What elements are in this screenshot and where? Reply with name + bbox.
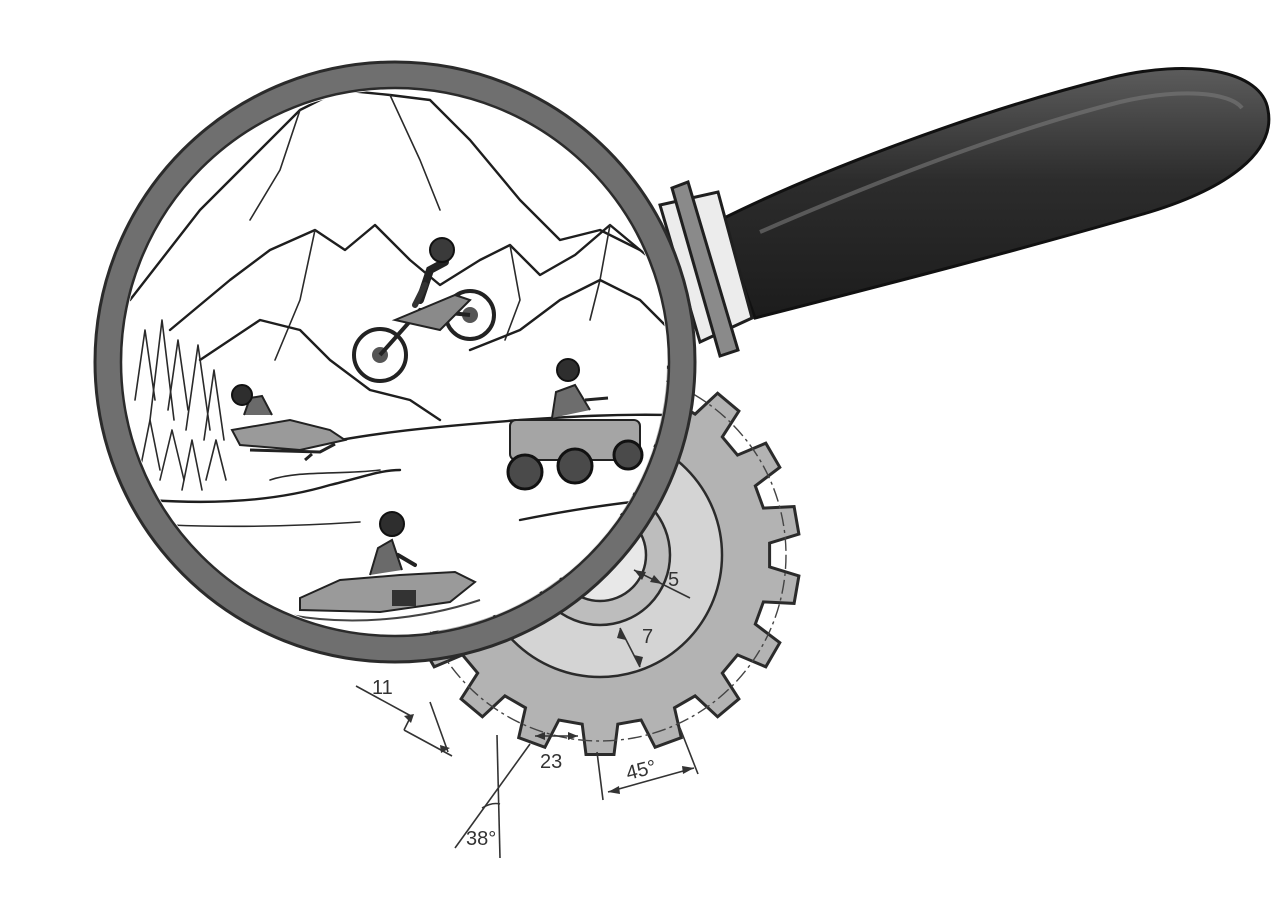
rider-atv [506,358,644,491]
handle-highlight [759,91,1244,234]
lens-scene [128,90,667,622]
water-line [148,468,402,504]
dim-ring-width-label: 7 [642,626,653,648]
dim-tooth-pitch: 11 [355,677,453,757]
rider-jet-ski [289,511,481,622]
handle-grip [718,67,1271,320]
lens-rim-inner-edge [119,86,671,638]
mountain-back [128,90,642,302]
lens-rim-outer-edge [93,60,697,664]
rider-dirt-bike [352,237,496,383]
mountain-mid [168,223,667,332]
rider-snowmobile [230,384,348,462]
ridge-left [198,318,442,422]
pine-forest [134,319,227,491]
dim-hub-gap-label: 5 [668,569,679,591]
magnifier-lens [93,60,697,664]
dim-hub-gap: 5 [633,569,691,599]
dim-ring-width: 7 [617,626,653,668]
dim-pressure-angle-label: 38° [466,828,496,850]
lens-rim [95,62,695,662]
dimension-annotations: 5 7 11 23 [355,569,699,859]
dim-pressure-angle: 38° [454,734,531,859]
dim-tooth-pitch-label: 11 [372,677,393,699]
dim-tooth-width: 23 [535,732,578,773]
handle-collar-ring [670,180,740,358]
magnifier-handle [658,67,1271,358]
ridge-right [468,278,667,352]
dim-tooth-angle-label: 45° [624,756,659,785]
dim-tooth-width-label: 23 [540,751,562,773]
